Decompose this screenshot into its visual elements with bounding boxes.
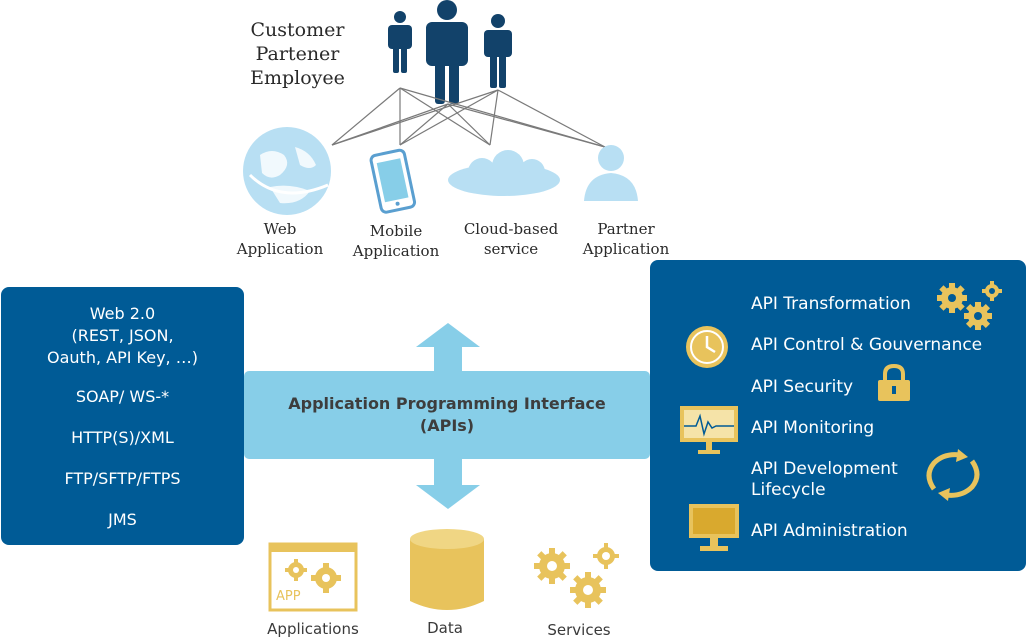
protocol-ftp: FTP/SFTP/FTPS xyxy=(64,469,181,488)
channel-cloud-label: Cloud-based service xyxy=(463,220,559,258)
api-layer-title: Application Programming Interface xyxy=(288,394,606,413)
mgmt-security: API Security xyxy=(751,377,854,397)
computer-icon xyxy=(689,504,739,551)
database-icon xyxy=(410,529,484,610)
audience-figures xyxy=(388,0,512,104)
protocol-http: HTTP(S)/XML xyxy=(71,428,174,447)
backend-applications-label: Applications xyxy=(267,620,359,638)
mgmt-development: API Development Lifecycle xyxy=(751,459,898,500)
app-badge: APP xyxy=(276,589,301,604)
padlock-icon xyxy=(878,364,910,401)
audience-customer: Customer xyxy=(250,19,345,41)
protocol-heading-line2: (REST, JSON, xyxy=(71,326,174,345)
person-icon xyxy=(484,14,512,88)
channel-web-label: Web Application xyxy=(236,220,324,258)
clock-icon xyxy=(686,326,728,368)
gears-icon xyxy=(534,543,619,608)
protocol-heading-line3: Oauth, API Key, …) xyxy=(47,348,198,367)
person-icon xyxy=(388,11,412,73)
globe-icon xyxy=(243,127,331,215)
backend-services-label: Services xyxy=(547,621,611,639)
cycle-arrows-icon xyxy=(926,449,980,501)
channel-partner-label: Partner Application xyxy=(582,220,670,258)
backend-data-label: Data xyxy=(427,619,463,637)
gears-icon xyxy=(937,281,1002,330)
app-window-icon xyxy=(268,542,358,612)
person-icon xyxy=(426,0,468,104)
protocol-heading-line1: Web 2.0 xyxy=(89,304,156,323)
channel-mobile-label: Mobile Application xyxy=(352,222,440,260)
monitor-pulse-icon xyxy=(680,406,738,454)
audience-label: Customer Partener Employee xyxy=(240,18,355,90)
api-layer-subtitle: (APIs) xyxy=(419,416,475,435)
mgmt-monitoring: API Monitoring xyxy=(751,418,875,438)
person-icon xyxy=(584,145,638,201)
api-layer-bar: Application Programming Interface (APIs) xyxy=(244,371,650,459)
mobile-phone-icon xyxy=(369,148,417,214)
mgmt-administration: API Administration xyxy=(751,521,908,541)
protocol-soap: SOAP/ WS-* xyxy=(75,387,170,406)
cloud-icon xyxy=(448,150,560,196)
audience-partner: Partener xyxy=(255,43,340,65)
mgmt-transformation: API Transformation xyxy=(751,294,911,314)
protocols-panel: Web 2.0 (REST, JSON, Oauth, API Key, …) … xyxy=(1,287,244,545)
protocol-jms: JMS xyxy=(108,510,137,529)
mgmt-control: API Control & Gouvernance xyxy=(751,335,983,355)
double-arrow-icon xyxy=(416,323,480,509)
audience-employee: Employee xyxy=(250,67,345,89)
